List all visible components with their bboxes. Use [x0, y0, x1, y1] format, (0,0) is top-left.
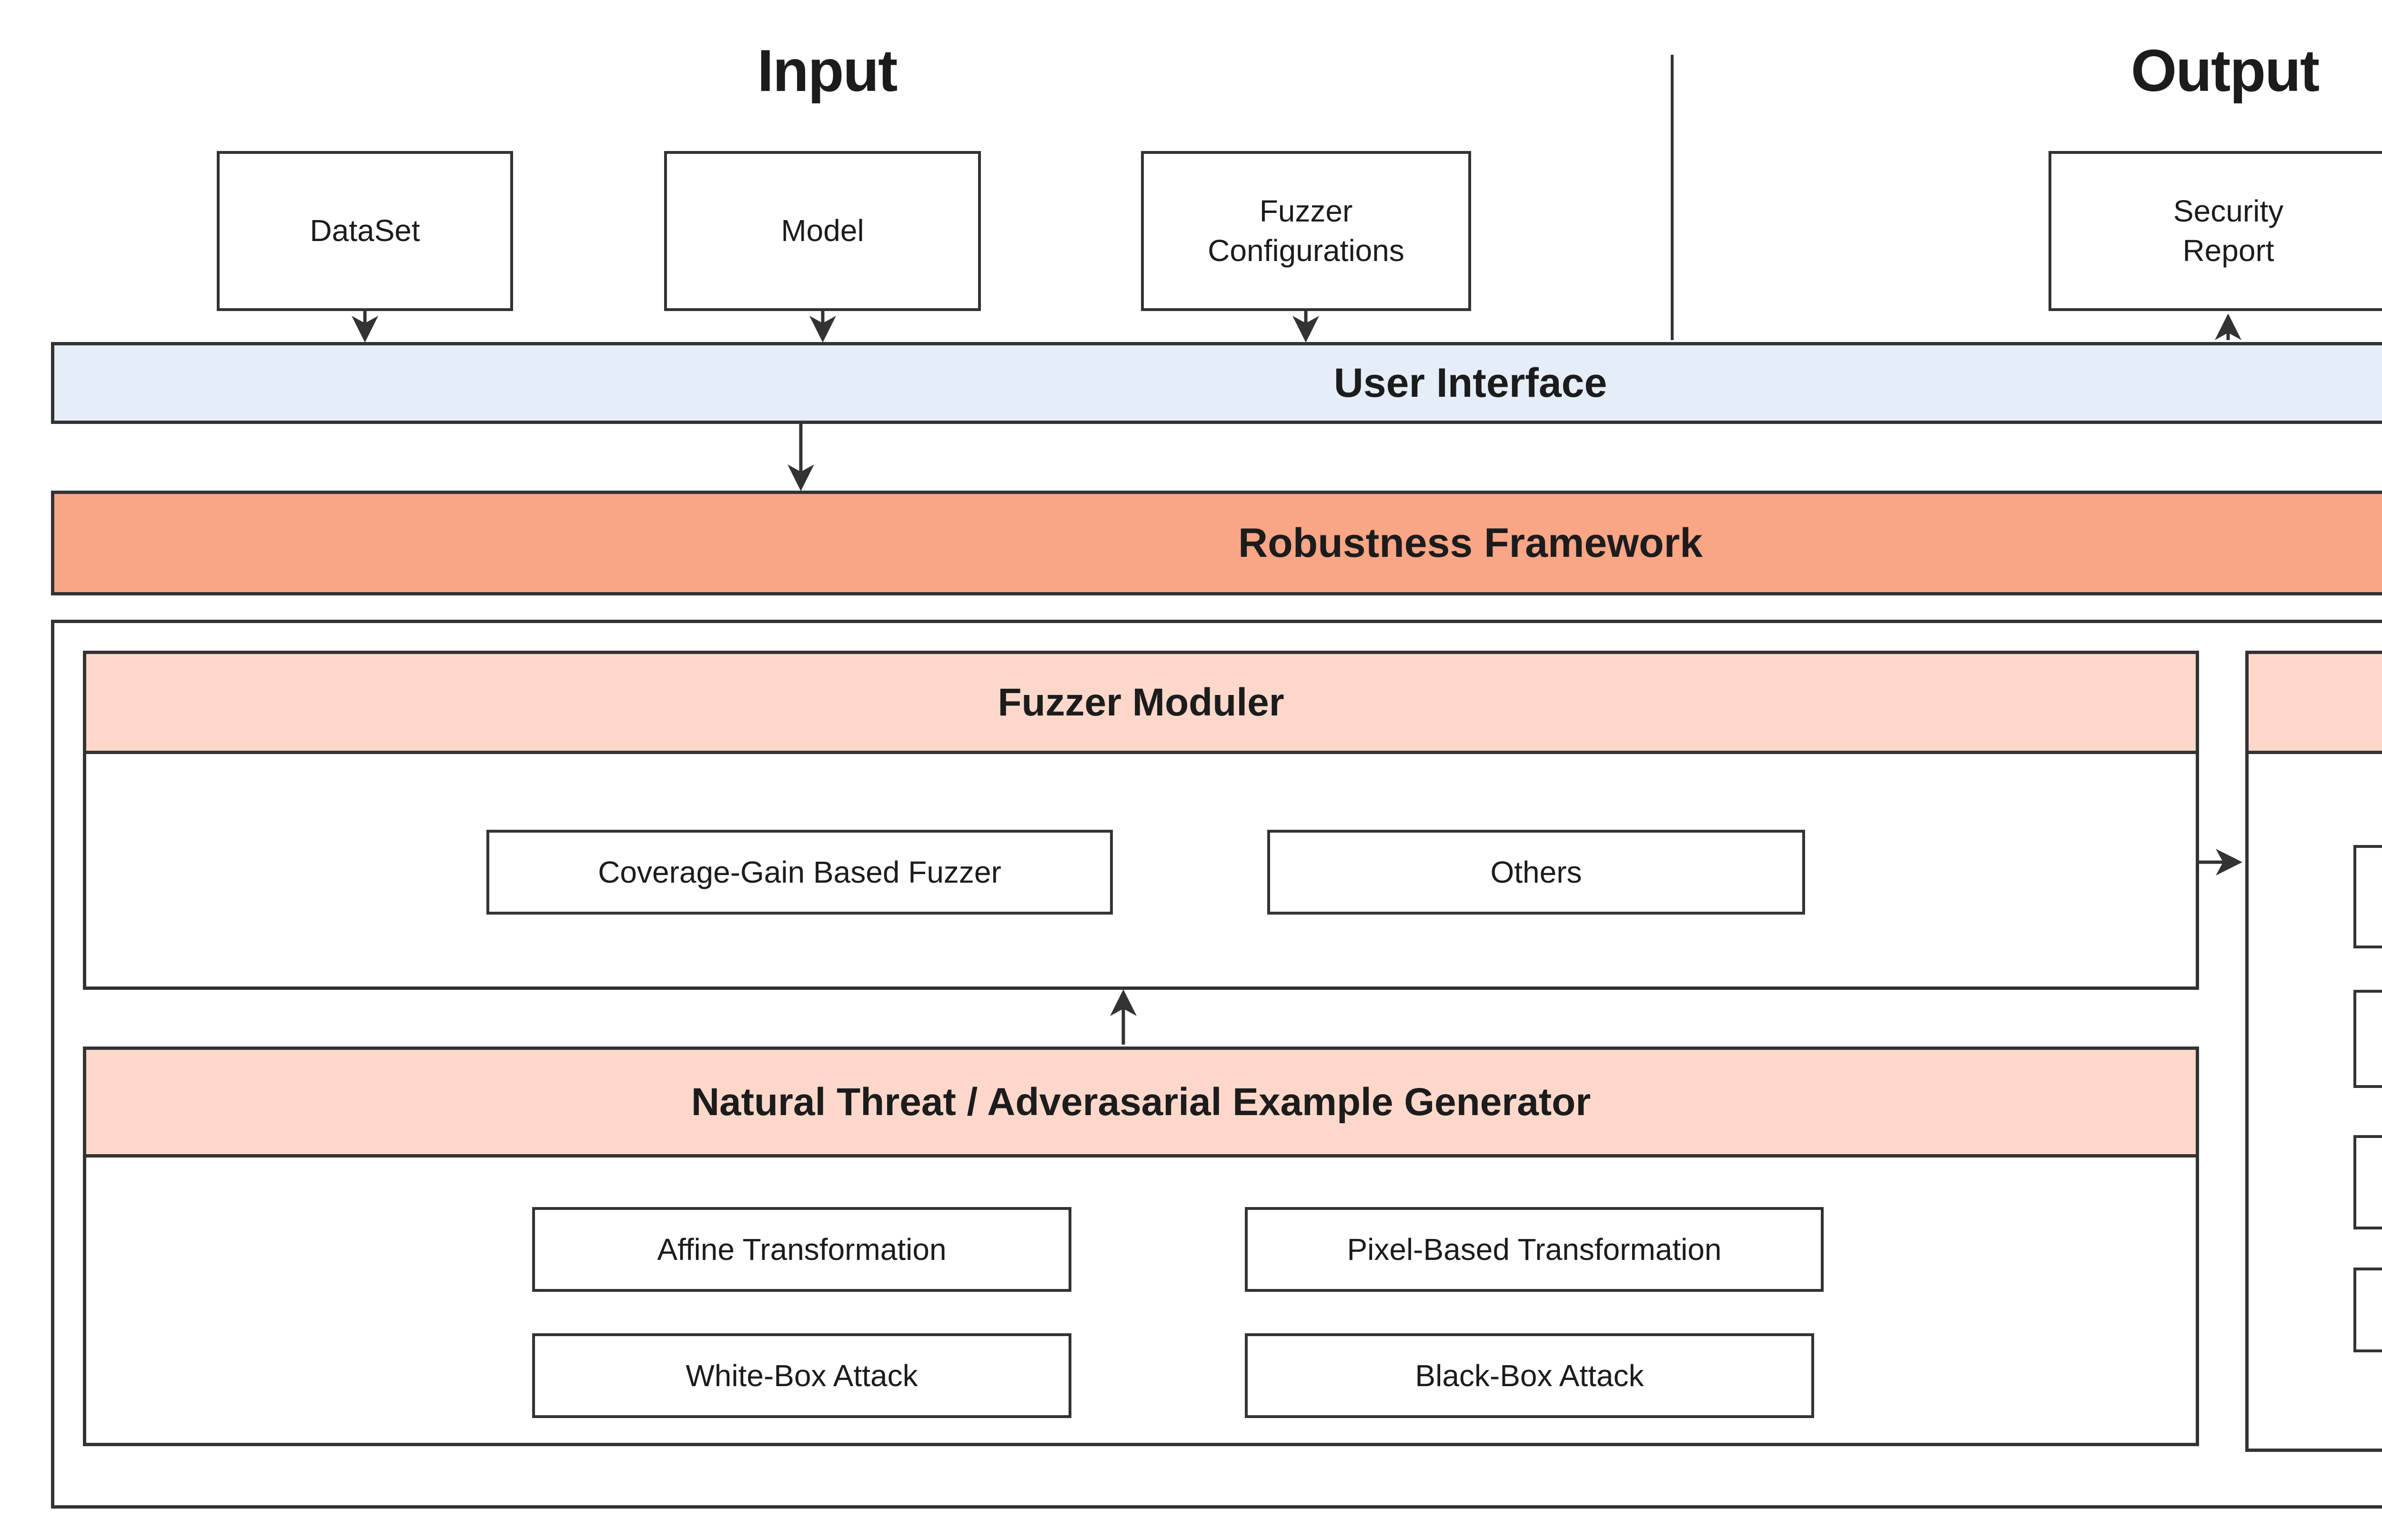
black-box-attack-label: Black-Box Attack	[1415, 1358, 1644, 1393]
fuzzer-moduler-panel: Fuzzer Moduler	[83, 651, 2199, 990]
fuzzer-configurations-label: Fuzzer Configurations	[1208, 193, 1404, 268]
model-label: Model	[781, 213, 864, 248]
affine-transformation-box: Affine Transformation	[532, 1207, 1071, 1292]
evaluation-others-box: Others	[2353, 1268, 2382, 1352]
coverage-utility-box: Coverage Utility	[2353, 990, 2382, 1088]
generator-panel: Natural Threat / Adverasarial Example Ge…	[83, 1047, 2199, 1446]
coverage-gain-fuzzer-label: Coverage-Gain Based Fuzzer	[598, 855, 1001, 889]
white-box-attack-label: White-Box Attack	[686, 1358, 918, 1393]
user-interface-label: User Interface	[1333, 360, 1607, 406]
model-box: Model	[664, 151, 981, 311]
user-interface-bar: User Interface	[51, 342, 2382, 424]
fuzzer-moduler-header: Fuzzer Moduler	[86, 654, 2196, 754]
pixel-based-transformation-box: Pixel-Based Transformation	[1245, 1207, 1824, 1292]
affine-transformation-label: Affine Transformation	[657, 1232, 947, 1267]
pixel-based-transformation-label: Pixel-Based Transformation	[1347, 1232, 1722, 1267]
fuzzer-others-label: Others	[1490, 855, 1582, 889]
attack-utility-box: Attack Utility	[2353, 1135, 2382, 1229]
generator-header: Natural Threat / Adverasarial Example Ge…	[86, 1050, 2196, 1158]
coverage-gain-fuzzer-box: Coverage-Gain Based Fuzzer	[486, 830, 1113, 915]
dataset-label: DataSet	[310, 213, 420, 248]
robustness-framework-label: Robustness Framework	[1238, 520, 1703, 566]
robustness-framework-bar: Robustness Framework	[51, 491, 2382, 595]
classification-utility-box: Classification Utility	[2353, 845, 2382, 948]
white-box-attack-box: White-Box Attack	[532, 1333, 1071, 1418]
input-section-title: Input	[757, 38, 898, 104]
dataset-box: DataSet	[217, 151, 513, 311]
security-report-label: Security Report	[2173, 193, 2284, 268]
security-report-box: Security Report	[2049, 151, 2382, 311]
fuzzer-configurations-box: Fuzzer Configurations	[1141, 151, 1471, 311]
fuzzer-others-box: Others	[1267, 830, 1805, 915]
black-box-attack-box: Black-Box Attack	[1245, 1333, 1814, 1418]
evaluation-header: Evaluation	[2249, 654, 2382, 754]
output-section-title: Output	[2130, 38, 2320, 104]
